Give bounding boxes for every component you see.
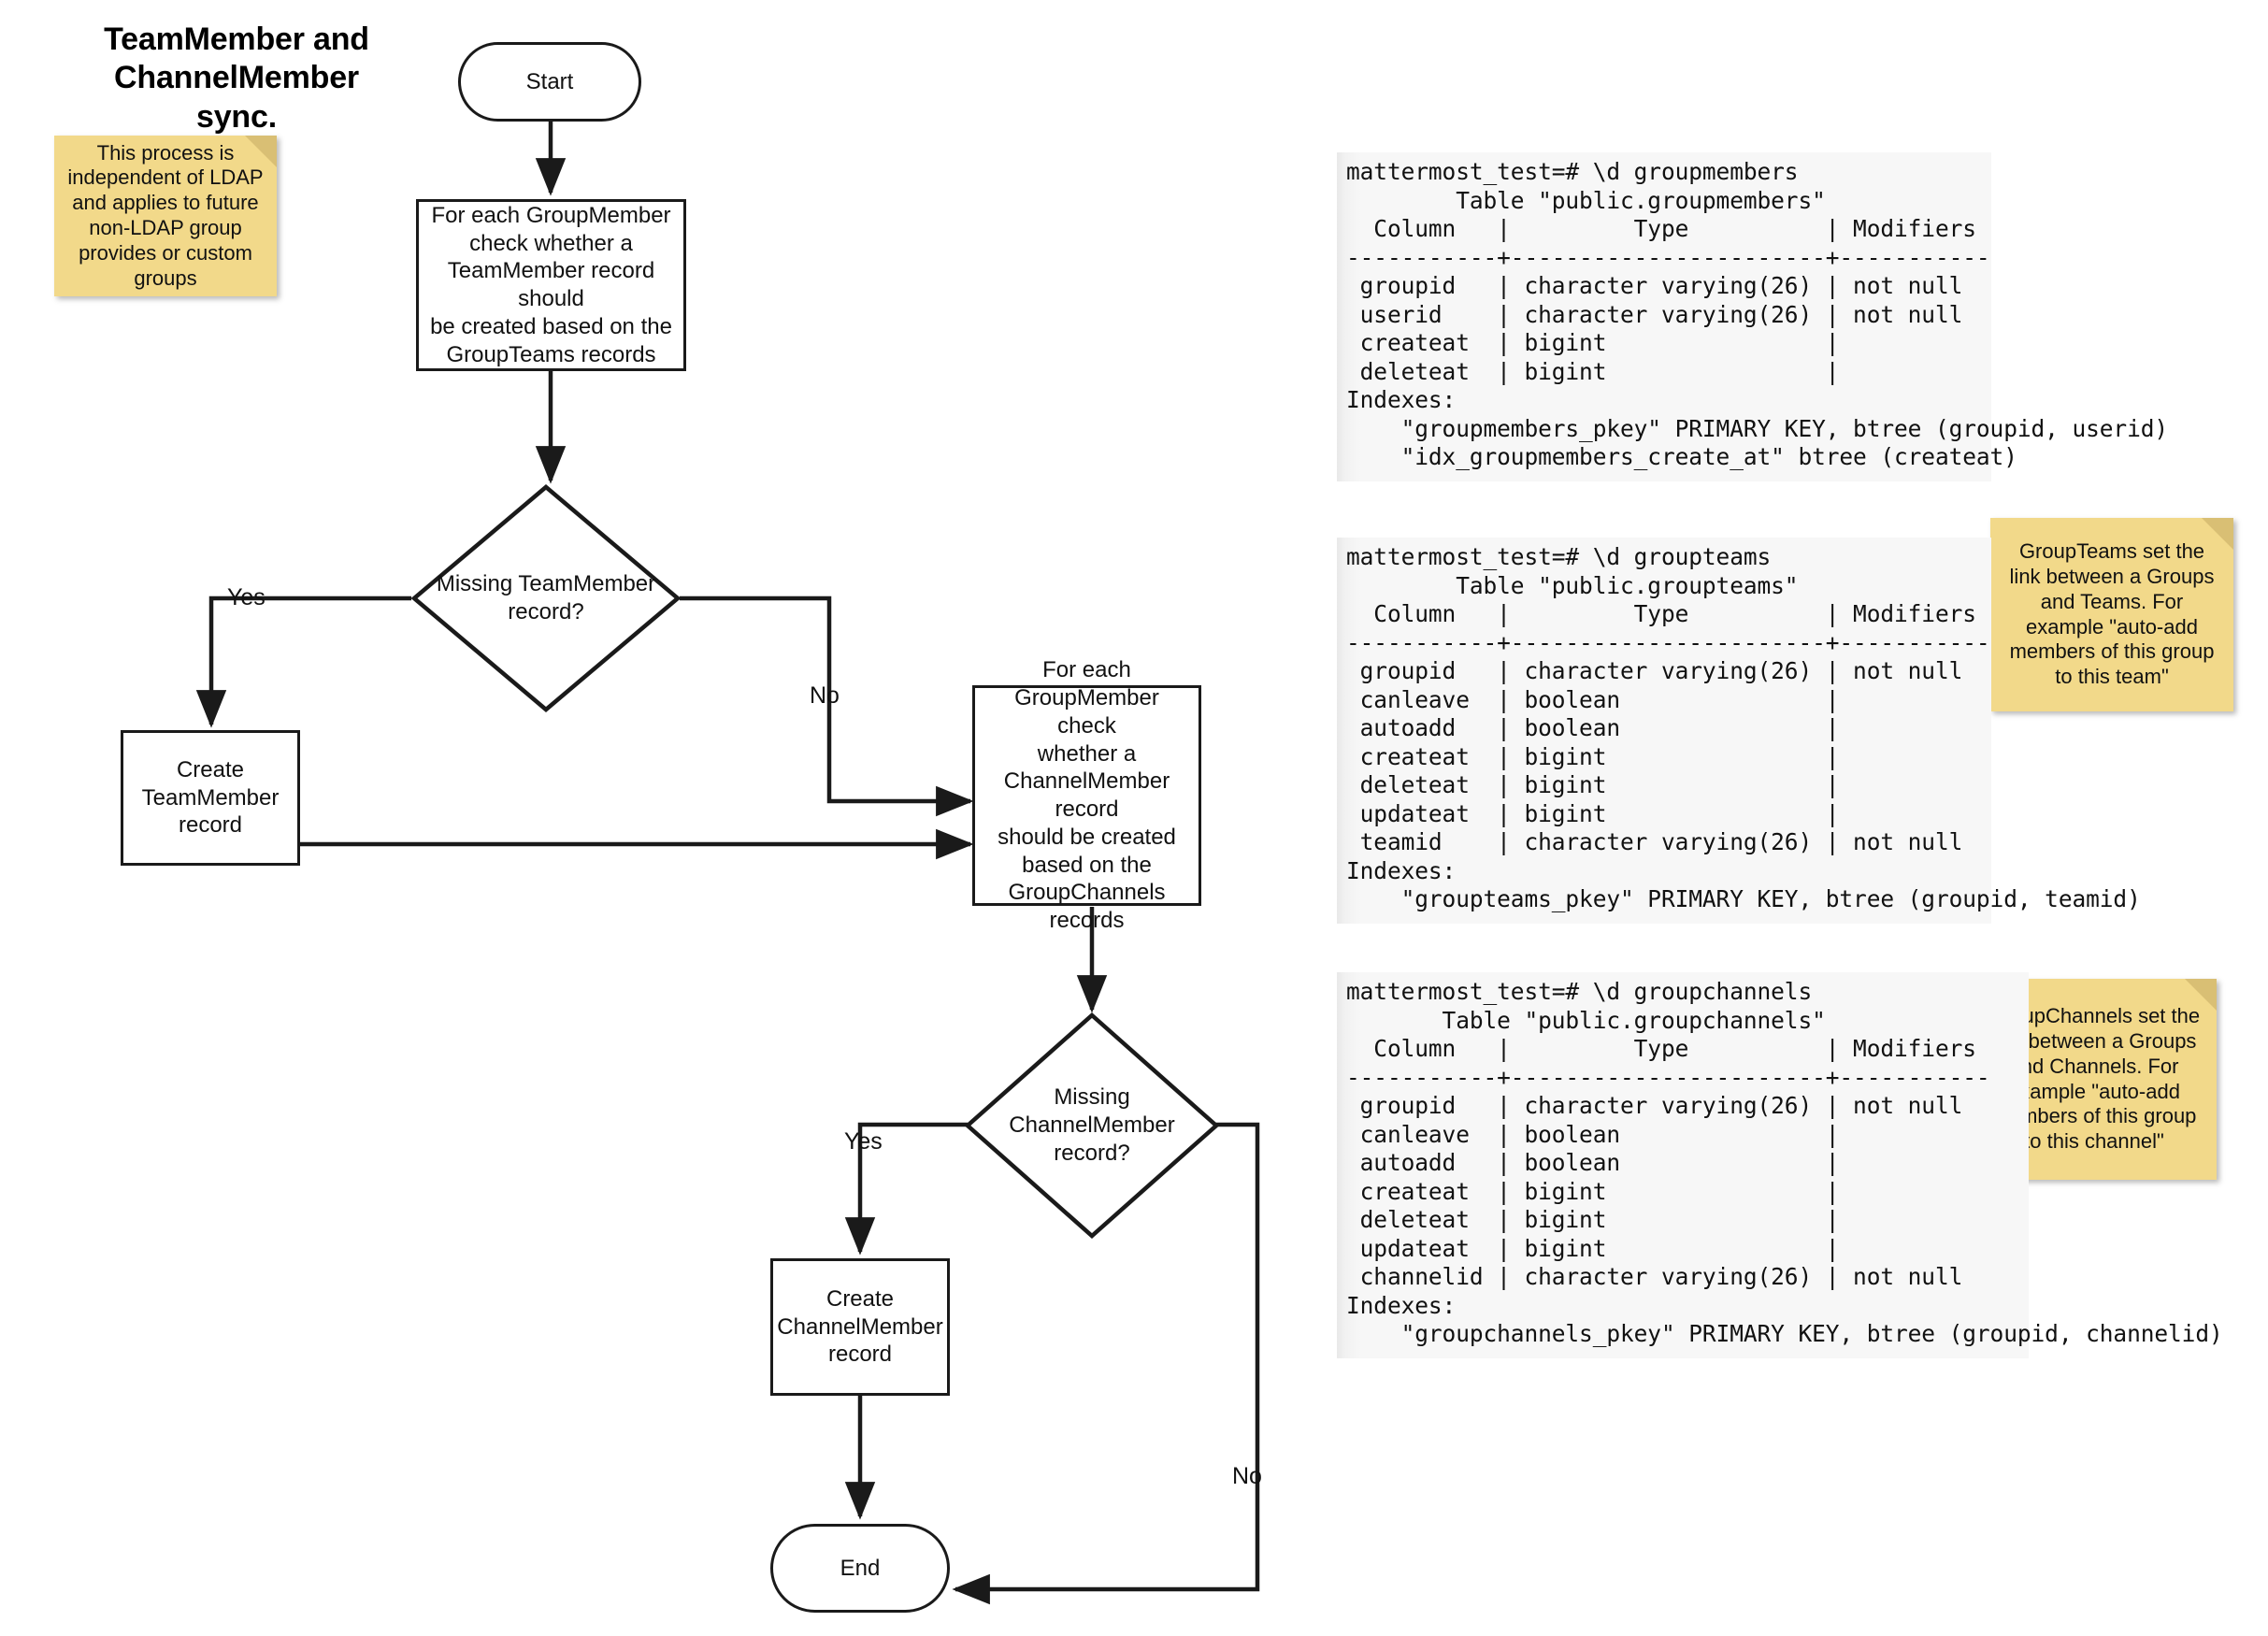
flow-node-label: Missing TeamMember record?	[436, 571, 656, 624]
flow-node-create-channelmember[interactable]: Create ChannelMember record	[770, 1258, 950, 1396]
flow-node-start[interactable]: Start	[458, 42, 641, 122]
note-text: GroupTeams set the link between a Groups…	[2009, 539, 2215, 689]
flow-node-label: Start	[525, 68, 574, 94]
flow-node-end[interactable]: End	[770, 1524, 950, 1613]
edge-label-channelmember-yes: Yes	[844, 1128, 883, 1155]
flow-node-label-wrap: Missing ChannelMember record?	[965, 1012, 1219, 1239]
flow-node-label-wrap: Missing TeamMember record?	[411, 484, 681, 712]
flow-node-decision-channelmember[interactable]: Missing ChannelMember record?	[965, 1012, 1219, 1239]
console-output-groupteams: mattermost_test=# \d groupteams Table "p…	[1337, 538, 2141, 924]
flow-node-check-channelmember[interactable]: For each GroupMember check whether a Cha…	[972, 657, 1201, 933]
edge-label-teammember-yes: Yes	[227, 584, 266, 610]
flow-node-label: Create ChannelMember record	[777, 1285, 943, 1368]
flow-node-label: For each GroupMember check whether a Tea…	[430, 202, 672, 367]
edge-label-channelmember-no: No	[1232, 1463, 1262, 1489]
flow-node-decision-teammember[interactable]: Missing TeamMember record?	[411, 484, 681, 712]
console-output-groupchannels: mattermost_test=# \d groupchannels Table…	[1337, 972, 2223, 1358]
flow-node-label: Create TeamMember record	[141, 756, 280, 839]
diamond-shape	[965, 1012, 1219, 1239]
diamond-shape	[411, 484, 681, 712]
console-output-groupmembers: mattermost_test=# \d groupmembers Table …	[1337, 152, 2168, 481]
page-title: TeamMember and ChannelMember sync.	[104, 22, 369, 135]
flow-node-label: For each GroupMember check whether a Cha…	[998, 657, 1176, 933]
note-ldap-independence: This process is independent of LDAP and …	[54, 136, 277, 296]
note-groupteams: GroupTeams set the link between a Groups…	[1990, 518, 2233, 711]
edge-label-teammember-no: No	[810, 682, 840, 709]
flow-node-create-teammember[interactable]: Create TeamMember record	[121, 730, 300, 866]
flow-node-label: End	[840, 1555, 881, 1581]
flow-node-check-teammember[interactable]: For each GroupMember check whether a Tea…	[416, 199, 686, 371]
flow-node-label: Missing ChannelMember record?	[1009, 1084, 1175, 1166]
note-text: This process is independent of LDAP and …	[67, 140, 264, 290]
